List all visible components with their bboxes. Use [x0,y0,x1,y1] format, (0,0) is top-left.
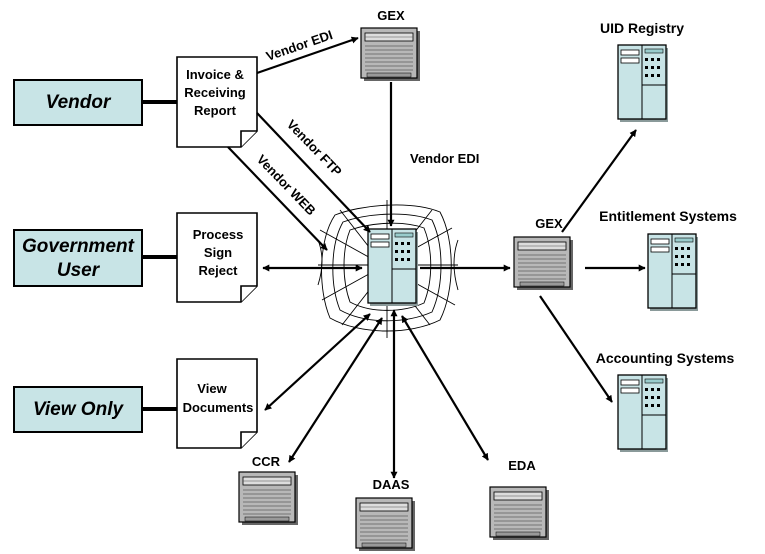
uid-registry-label: UID Registry [600,20,684,36]
vendor-edi-mid-label: Vendor EDI [410,151,479,166]
accounting-label: Accounting Systems [596,350,735,366]
invoice-line-3: Report [194,103,237,118]
view-documents-doc: View Documents [176,358,258,449]
vendor-role: Vendor [13,79,143,126]
process-sign-reject-doc: Process Sign Reject [176,212,258,303]
uid-registry-server: UID Registry [600,20,684,123]
central-ccr-arrow [288,317,383,463]
gex-right-label: GEX [535,216,563,231]
vendor-web-arrow [227,146,328,251]
central-eda-arrow [401,315,489,461]
process-line-2: Sign [204,245,232,260]
view-line-1: View [197,381,227,396]
view-only-label: View Only [33,399,125,420]
view-line-2: Documents [183,400,254,415]
daas-server: DAAS [355,477,416,552]
invoice-line-1: Invoice & [186,67,244,82]
government-label: Government [22,236,135,257]
gex-uid-arrow [561,129,637,233]
vendor-ftp-label: Vendor FTP [284,117,345,180]
gex-top-server: GEX [360,8,421,82]
user-label: User [57,260,101,281]
gex-top-label: GEX [377,8,405,23]
accounting-systems-server: Accounting Systems [596,350,735,453]
gex-right-server: GEX [513,216,574,291]
entitlement-systems-server: Entitlement Systems [599,208,737,312]
eda-label: EDA [508,458,536,473]
government-user-role: Government User [13,229,143,287]
invoice-line-2: Receiving [184,85,245,100]
central-server [367,228,419,307]
process-line-1: Process [193,227,244,242]
eda-server: EDA [489,458,550,541]
ccr-label: CCR [252,454,281,469]
process-line-3: Reject [198,263,238,278]
vendor-edi-arrow [256,36,359,75]
vendor-ftp-arrow [256,112,371,233]
gex-accounting-arrow [539,295,613,403]
ccr-server: CCR [238,454,299,526]
invoice-receiving-report-doc: Invoice & Receiving Report [176,56,258,148]
entitlement-label: Entitlement Systems [599,208,737,224]
daas-label: DAAS [373,477,410,492]
view-only-role: View Only [13,386,143,433]
vendor-label: Vendor [46,92,112,113]
